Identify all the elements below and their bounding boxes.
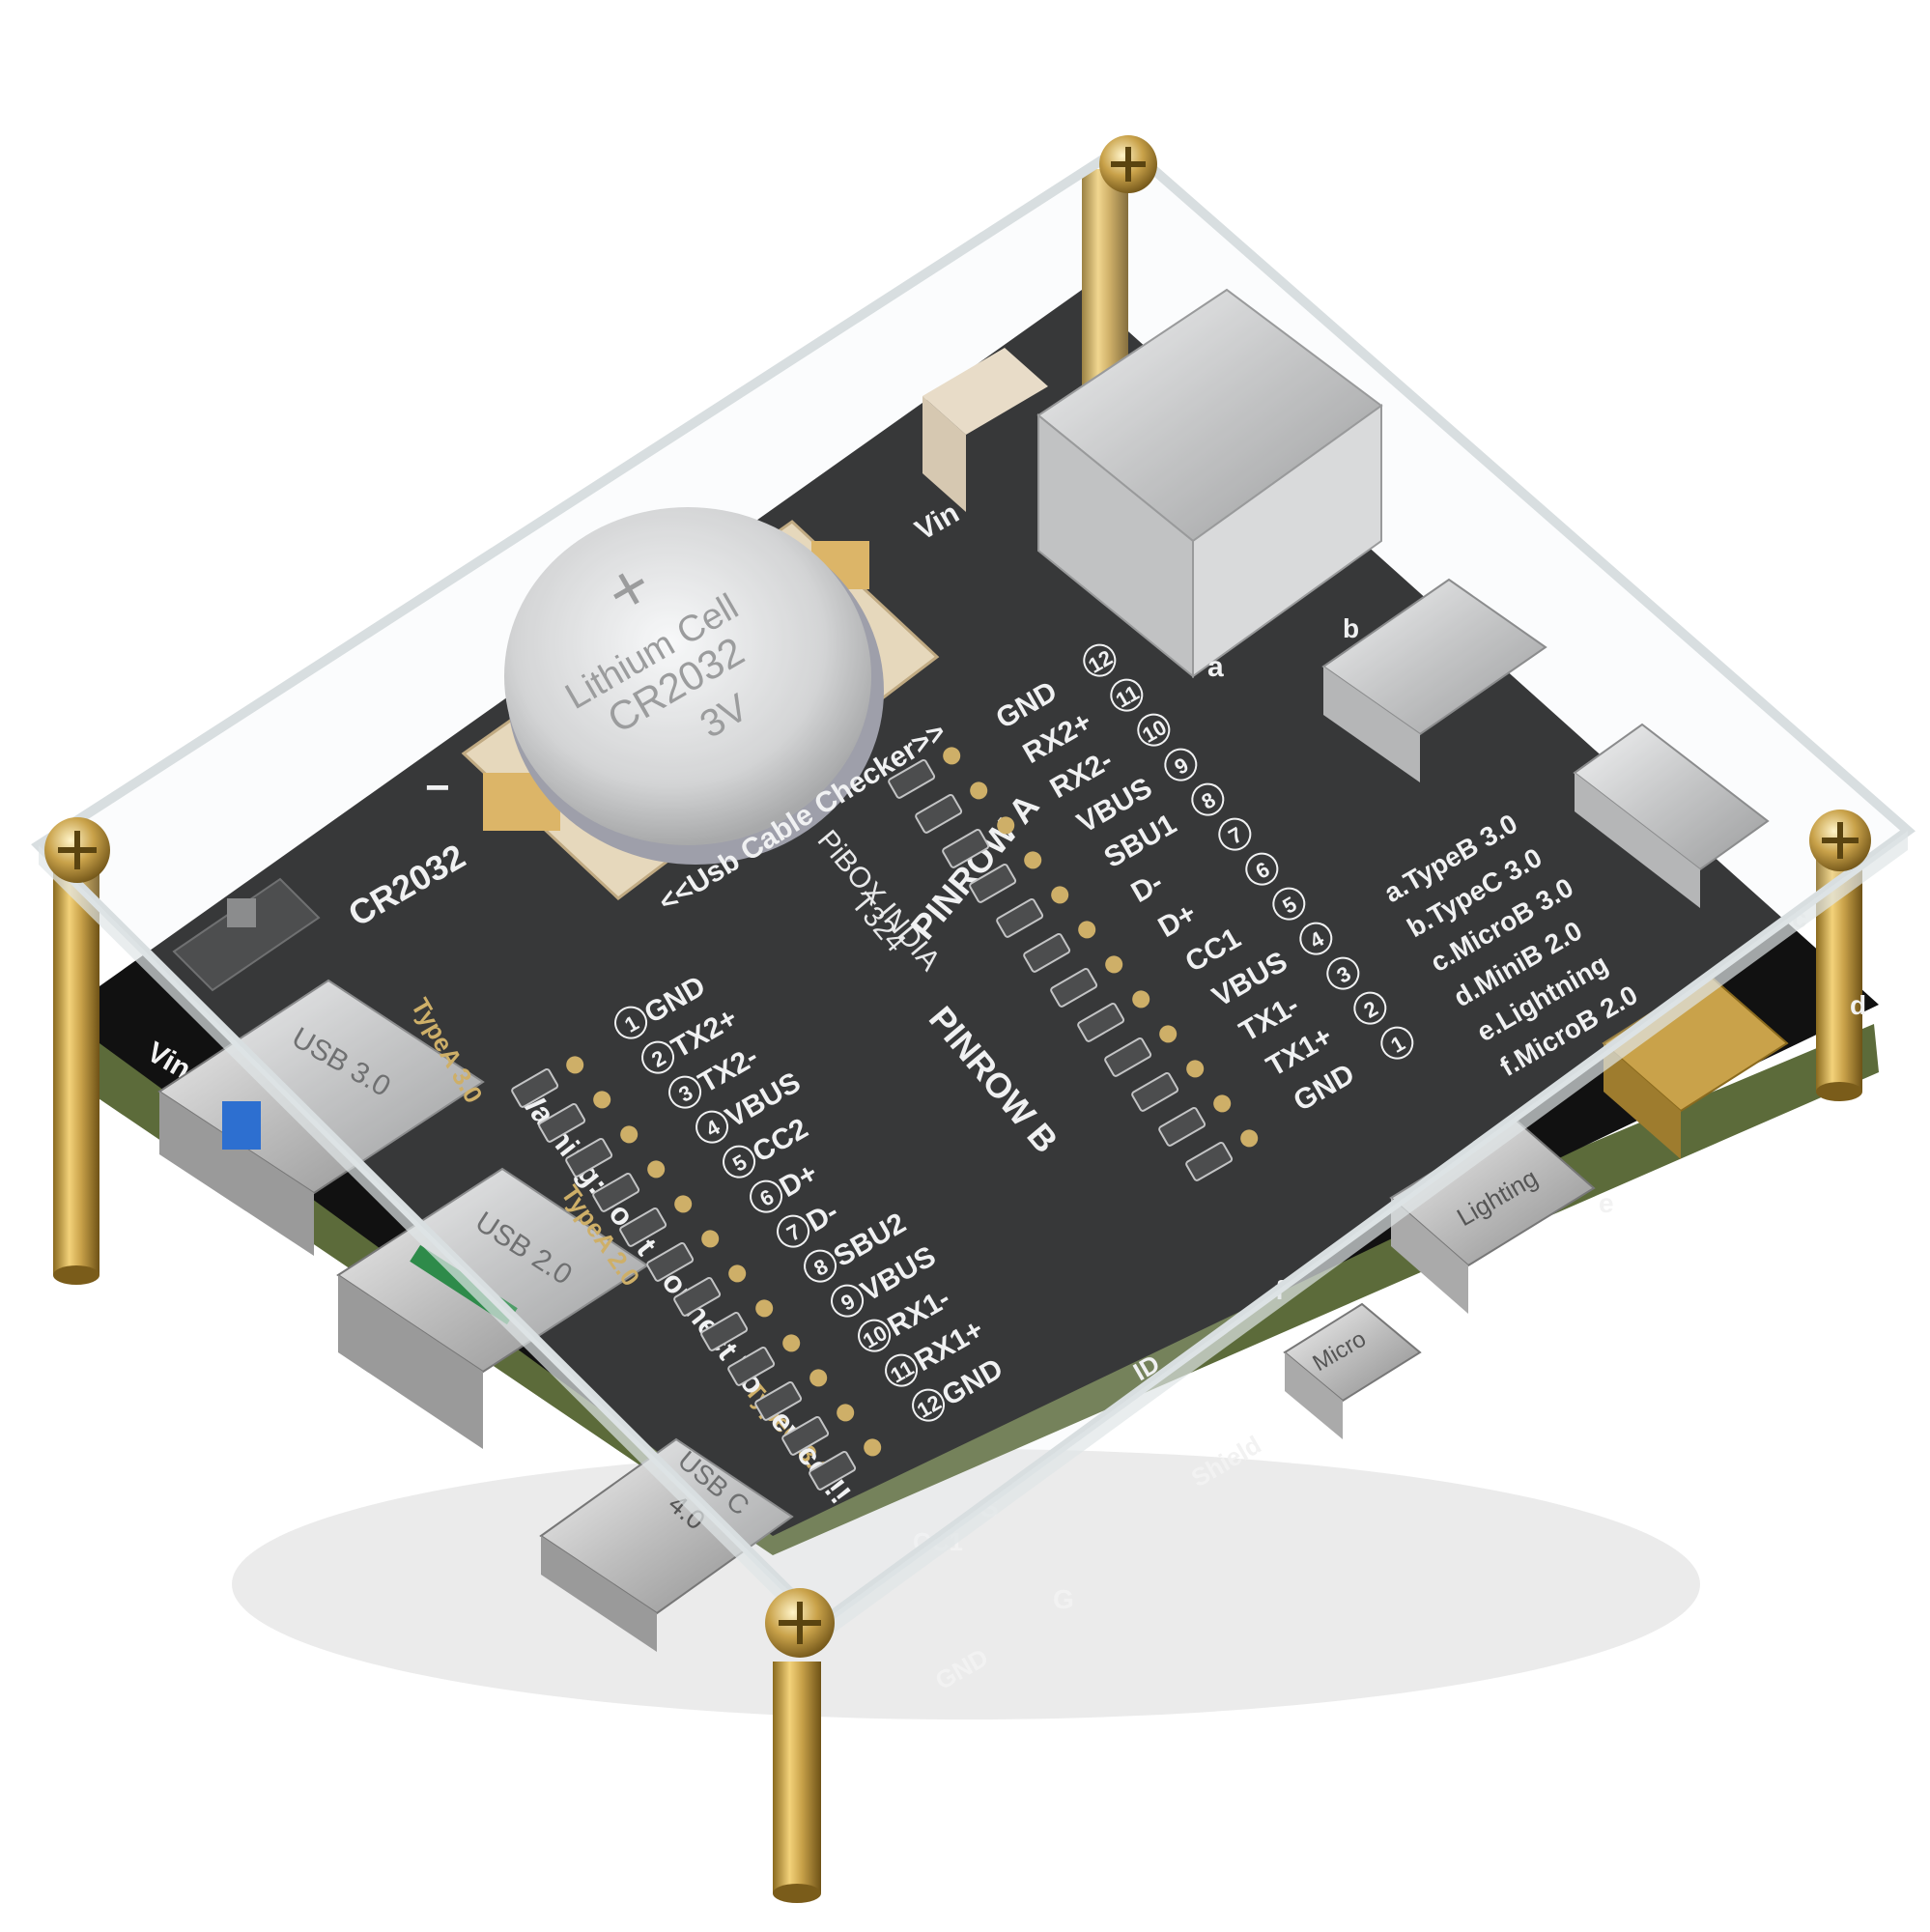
coin-cell-battery: + Lithium Cell CR2032 3V [504,507,884,865]
pin-number-ring [1218,817,1252,851]
pin-number-ring [750,1179,783,1213]
pin-pad [1132,990,1150,1009]
pin-number-ring [695,1110,729,1144]
pin-pad [864,1438,882,1457]
screw-back [1099,135,1157,193]
pin-number-ring [1272,887,1306,921]
screw-front [765,1588,835,1658]
pin-pad [1051,886,1069,904]
pin-number-ring [885,1353,919,1387]
pin-number-ring [668,1075,702,1109]
usb30-port: USB 3.0 [157,979,485,1256]
pin-number-ring [912,1388,946,1422]
pin-pad [1213,1094,1232,1113]
led-indicator [781,1415,830,1456]
pin-pad [1078,921,1096,939]
pin-pad [620,1125,639,1144]
pin-number-ring [641,1040,675,1074]
lightning-connector-e: Lighting [1389,1119,1596,1314]
pin-pad [755,1299,774,1318]
g-mark: G [1053,1584,1074,1614]
led-indicator [1104,1037,1152,1077]
connector-mark-b: b [1343,613,1359,643]
pin-pad [1240,1129,1259,1148]
microb30-connector-c [1573,723,1770,908]
pin-number-ring [1326,956,1360,990]
pin-pad [593,1091,611,1109]
pin-pad [1186,1060,1205,1078]
led-indicator [727,1346,776,1386]
connector-mark-d: d [1850,990,1866,1020]
pin-pad [782,1334,801,1352]
pin-pad [647,1160,666,1179]
pin-number-ring [614,1006,648,1039]
led-indicator [673,1276,722,1317]
connector-mark-e: e [1599,1188,1614,1218]
led-indicator [942,828,990,868]
pin-pad [809,1369,828,1387]
led-indicator [969,863,1017,903]
led-indicator [511,1067,559,1108]
led-indicator [809,1450,857,1491]
pin-pad [1024,851,1042,869]
pin-number-ring [1137,713,1171,747]
pin-number-ring [723,1145,756,1179]
pin-pad [1159,1025,1178,1043]
led-indicator [754,1380,803,1421]
pin-number-ring [1110,678,1144,712]
slide-switch [172,877,321,992]
pin-number-ring [858,1319,892,1352]
led-indicator [1185,1141,1234,1181]
pin-number-ring [831,1284,865,1318]
acrylic-cover [31,138,1916,1630]
led-indicator [1023,932,1071,973]
standoff-front-left [53,869,99,1285]
microb20-connector-f: Micro [1283,1302,1422,1439]
screw-right [1809,810,1871,871]
typeb-connector-a [1036,288,1383,679]
pin-number-ring [1380,1026,1414,1060]
led-indicator [1131,1071,1179,1112]
led-indicator [915,793,963,834]
pin-number-ring [804,1249,837,1283]
led-indicator [1077,1002,1125,1042]
pin-pad [701,1230,720,1248]
led-indicator [888,758,936,799]
led-indicator [592,1172,640,1212]
jst-connector [922,348,1048,512]
pin-pad [837,1404,855,1422]
led-indicator [619,1207,667,1247]
led-indicator [996,897,1044,938]
led-indicator [1050,967,1098,1008]
pin-pad [674,1195,693,1213]
typec-connector-b [1321,578,1547,782]
led-indicator [1158,1106,1206,1147]
standoff-front [773,1662,821,1903]
pin-number-ring [1191,782,1225,816]
led-indicator [646,1241,695,1282]
pin-number-ring [777,1214,810,1248]
led-indicator [538,1102,586,1143]
minus-label: − [425,764,450,811]
pin-number-ring [1353,991,1387,1025]
pin-pad [943,747,961,765]
pin-pad [970,781,988,800]
pin-pad [997,816,1015,835]
screw-left [44,817,110,883]
pin-pad [566,1056,584,1074]
connector-mark-a: a [1207,651,1224,683]
pin-number-ring [1245,852,1279,886]
pin-pad [1105,955,1123,974]
pin-number-ring [1164,748,1198,781]
pin-pad [728,1264,747,1283]
pin-number-ring [1299,922,1333,955]
led-indicator [700,1311,749,1351]
pin-number-ring [1083,643,1117,677]
led-indicator [565,1137,613,1178]
